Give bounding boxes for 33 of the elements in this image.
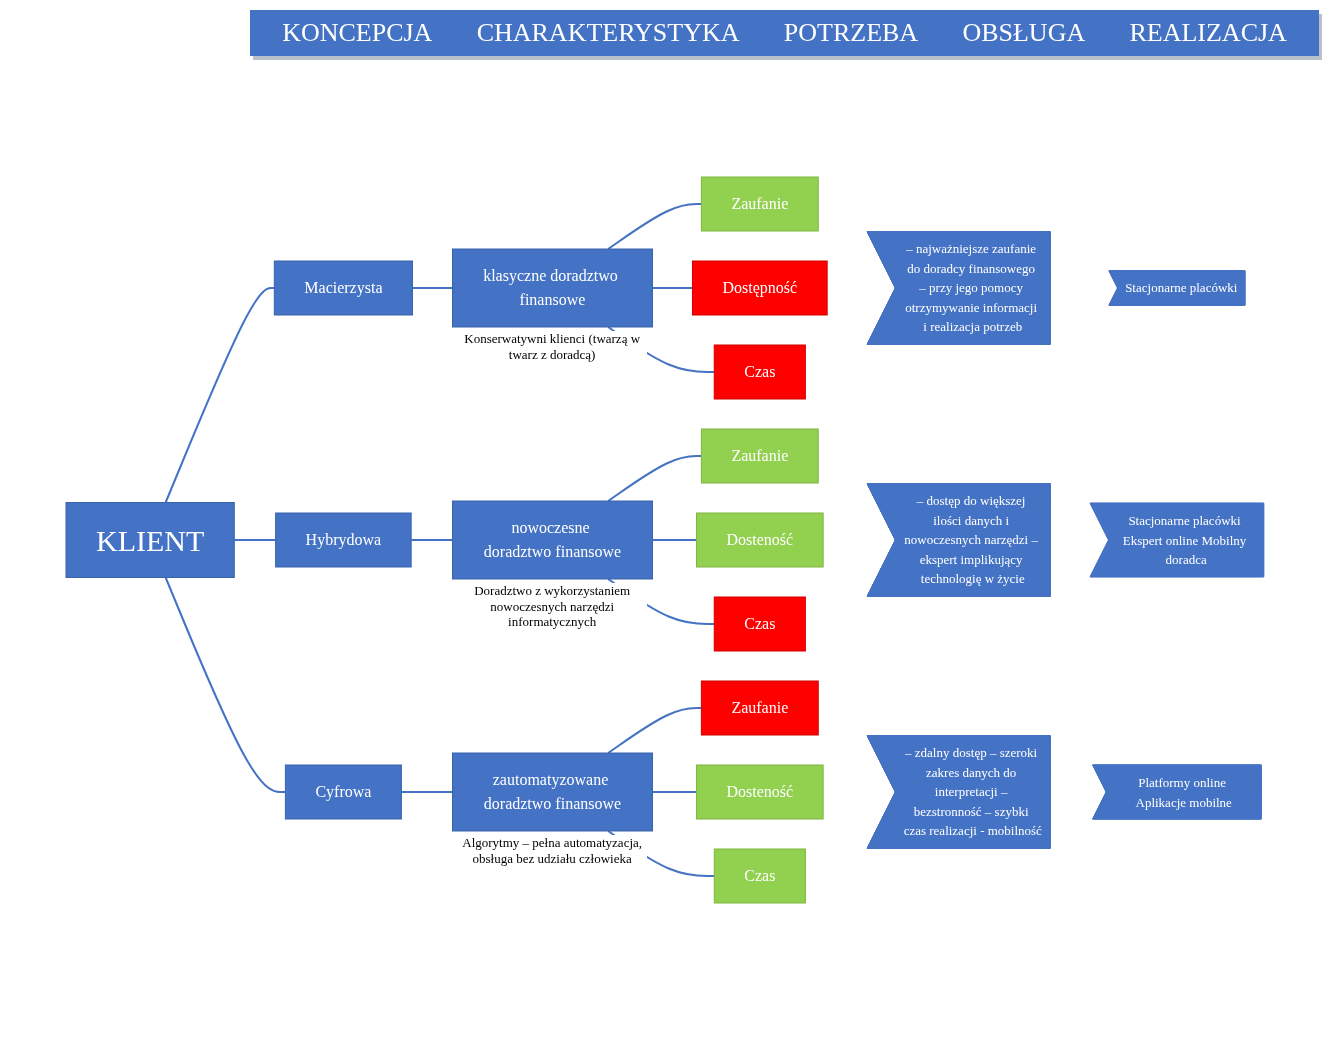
node-box: Hybrydowa — [274, 512, 412, 568]
connector — [606, 707, 703, 754]
column-heading: KONCEPCJA — [282, 18, 433, 48]
node-box: Dosteność — [695, 764, 824, 820]
node-box: Czas — [713, 596, 806, 652]
column-heading: POTRZEBA — [783, 18, 919, 48]
node-box: Czas — [713, 344, 806, 400]
connector — [232, 539, 277, 541]
node-box: nowoczesne doradztwo finansowe — [451, 500, 653, 580]
column-heading: OBSŁUGA — [962, 18, 1086, 48]
connector — [411, 287, 454, 289]
node-box: Czas — [713, 848, 806, 904]
node-box: KLIENT — [65, 502, 235, 578]
connector — [400, 791, 454, 793]
node-box: Dostępność — [691, 260, 828, 316]
connector — [606, 203, 703, 250]
connector — [651, 539, 698, 541]
node-box: Macierzysta — [273, 260, 413, 316]
node-box: Zaufanie — [700, 176, 819, 232]
column-heading: REALIZACJA — [1129, 18, 1287, 48]
node-box: Zaufanie — [700, 428, 819, 484]
node-box: Cyfrowa — [284, 764, 402, 820]
connector — [164, 287, 275, 504]
connector — [409, 539, 454, 541]
node-box: klasyczne doradztwo finansowe — [451, 248, 653, 328]
node-box: zautomatyzowane doradztwo finansowe — [451, 752, 653, 832]
node-box: Zaufanie — [700, 680, 819, 736]
connector — [651, 287, 694, 289]
node-box: Dosteność — [695, 512, 824, 568]
connector — [164, 576, 287, 793]
connector — [606, 455, 703, 502]
connector — [651, 791, 698, 793]
column-heading: CHARAKTERYSTYKA — [476, 18, 740, 48]
